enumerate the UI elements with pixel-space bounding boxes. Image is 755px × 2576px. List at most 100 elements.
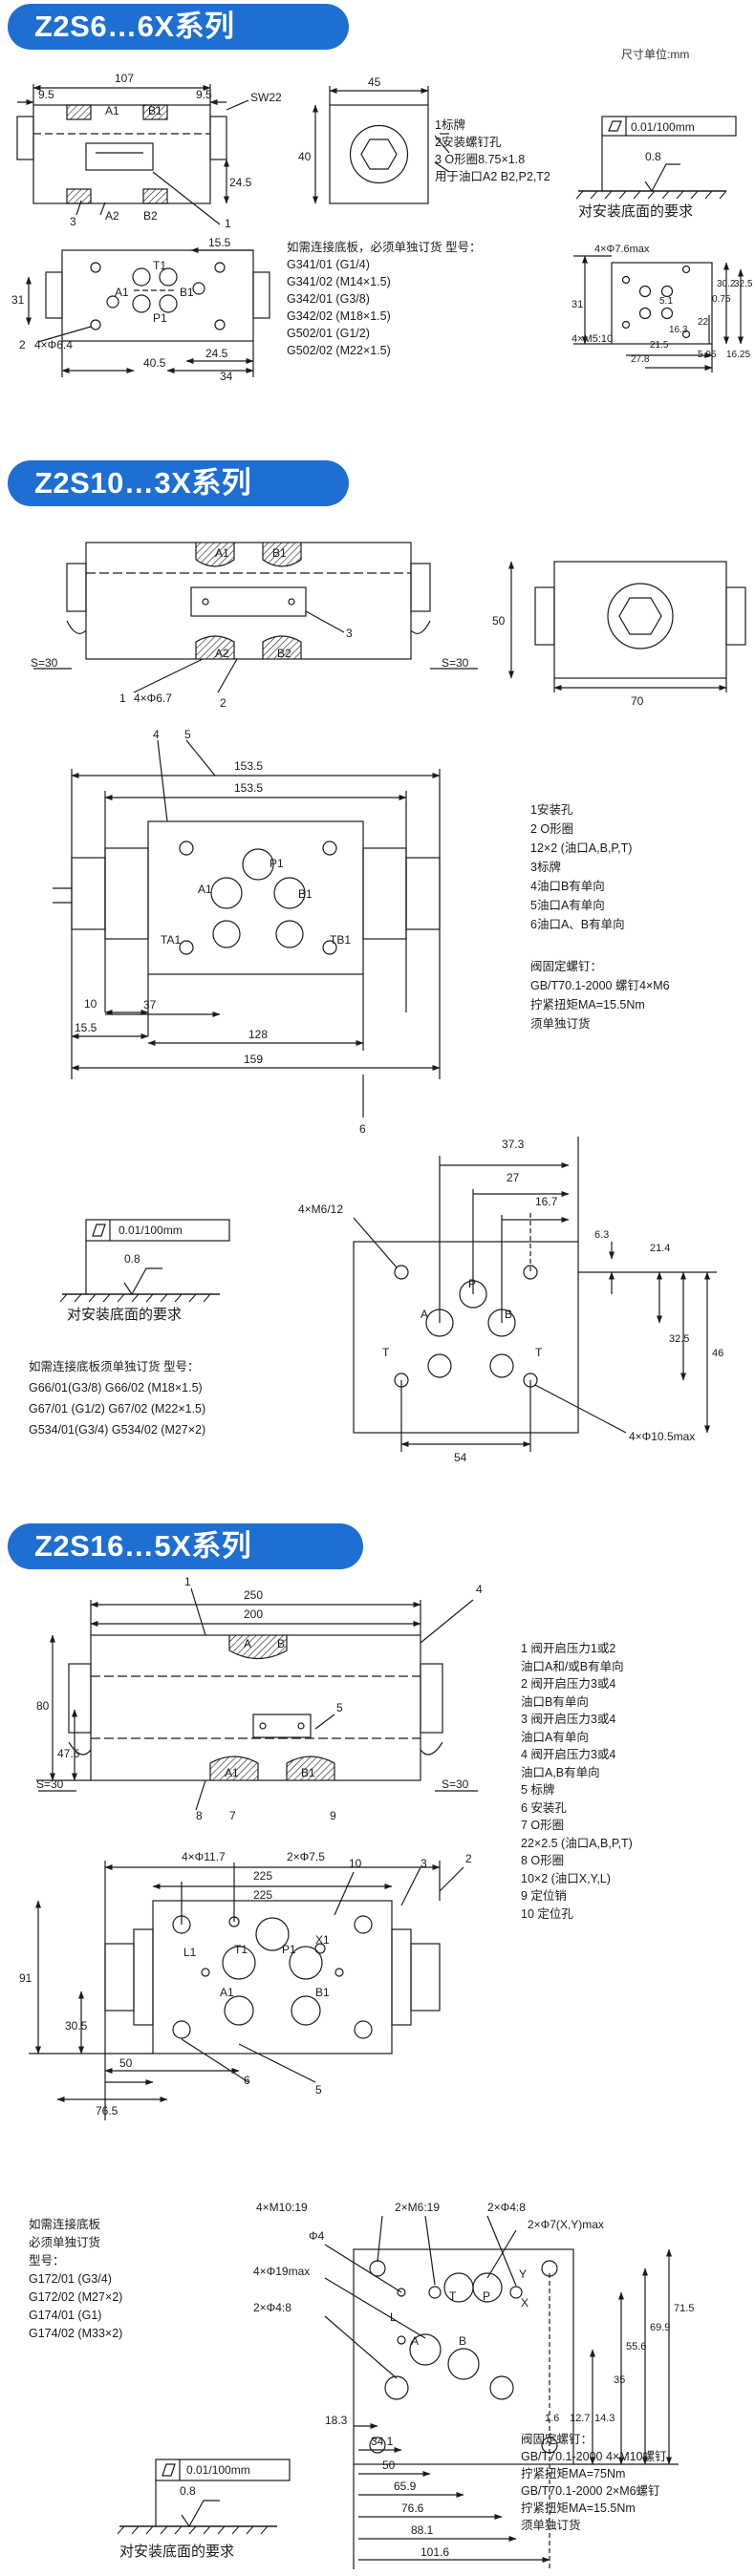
dim-21-5: 21.5 [650,340,669,351]
section-title-z2s10: Z2S10…3X系列 [8,460,349,506]
dim-10: 10 [84,997,97,1011]
order-line: G172/01 (G3/4) [29,2272,112,2286]
z2s6-legend: 1标牌 2安装螺钉孔 3 O形圈8.75×1.8 用于油口A2 B2,P2,T2 [435,117,550,185]
dim-159: 159 [244,1053,263,1066]
dim-9-5-left: 9.5 [38,88,54,101]
dim-31b: 31 [572,299,583,310]
label-4: 4 [153,728,160,741]
port-t: T [449,2289,457,2303]
legend-line: 4 阀开启压力3或4 [521,1748,616,1761]
dim-153-a: 153.5 [234,759,263,773]
dim-s30-left: S=30 [36,1778,64,1791]
flatness-1: 0.01/100mm [631,120,695,134]
dim-128: 128 [248,1028,268,1041]
legend-line: 1标牌 [435,118,465,132]
legend-line: 3 阀开启压力3或4 [521,1713,616,1726]
z2s6-requirement: 对安装底面的要求 [578,204,694,220]
dim-69-9: 69.9 [650,2322,670,2333]
dim-76-6: 76.6 [401,2501,424,2515]
dim-14-3: 14.3 [594,2413,615,2424]
dim-phi4: Φ4 [309,2229,325,2243]
order-line: 型号： [29,2254,65,2267]
dim-6-3: 6.3 [594,1229,609,1241]
dim-12-7: 12.7 [570,2413,590,2424]
port-b2: B2 [277,647,291,660]
order-line: G342/02 (M18×1.5) [287,309,391,323]
dim-4xd64: 4×Φ6.4 [34,338,73,351]
port-b1: B1 [301,1766,315,1779]
dim-65-9: 65.9 [394,2480,417,2493]
z2s10-side-view [33,542,478,693]
label-3: 3 [346,627,353,640]
port-a2: A2 [105,209,119,223]
dim-32-5: 32.5 [734,279,753,289]
dim-45: 45 [368,75,381,89]
legend-line: 用于油口A2 B2,P2,T2 [435,170,550,183]
legend-line: 4油口B有单向 [530,880,605,893]
order-line: G341/02 (M14×1.5) [287,275,391,288]
z2s10-labels: A1 B1 A2 B2 S=30 S=30 1 4×Φ6.7 2 3 50 70… [31,546,723,1464]
port-b1-plan: B1 [180,286,194,299]
dim-76-5: 76.5 [96,2104,119,2118]
port-l: L [390,2310,397,2324]
legend-line: 10 定位孔 [521,1906,573,1921]
section-title-z2s6: Z2S6…6X系列 [8,4,349,50]
label-4: 4 [476,1583,483,1596]
dim-250: 250 [244,1588,263,1602]
legend-line: 5油口A有单向 [530,899,605,912]
dim-2x48b: 2×Φ4:8 [253,2301,291,2314]
dim-101-6: 101.6 [421,2545,449,2559]
label-6: 6 [359,1122,366,1136]
z2s16-plan-view [29,1861,464,2120]
legend-line: 8 O形圈 [521,1854,565,1867]
dim-9-5-right: 9.5 [196,88,212,101]
legend-line: 油口A,B有单向 [521,1765,600,1779]
port-a-pattern: A [411,2334,419,2348]
screw-line: 拧紧扭矩MA=15.5Nm [530,998,645,1011]
label-9: 9 [330,1809,336,1822]
z2s16-order-info: 如需连接底板 必须单独订货 型号： G172/01 (G3/4) G172/02… [29,2216,122,2343]
dim-16-25: 16.25 [726,350,750,360]
dim-37: 37 [143,998,157,1011]
dim-71-5: 71.5 [674,2303,694,2314]
label-5: 5 [184,728,191,741]
dim-4x117: 4×Φ11.7 [182,1850,226,1863]
port-t1: T1 [234,1943,248,1956]
z2s16-labels: 1 250 200 4 A B 5 80 47.5 A1 B1 S=30 S=3… [19,1575,694,2559]
dim-18-3: 18.3 [325,2414,348,2427]
port-x: X [521,2296,528,2310]
port-a: A [244,1637,251,1650]
dim-16-7: 16.7 [535,1195,558,1208]
order-line: G502/02 (M22×1.5) [287,344,391,357]
dim-153-b: 153.5 [234,781,263,795]
dim-21-4: 21.4 [650,1243,670,1254]
legend-line: 2 O形圈 [530,822,574,836]
dim-16-3: 16.3 [669,325,688,335]
dim-37-3: 37.3 [502,1138,525,1151]
z2s10-flatness-frame [59,1219,230,1303]
dim-27-8: 27.8 [631,354,650,365]
dim-24-5: 24.5 [229,176,252,189]
screw-line: 拧紧扭矩MA=15.5Nm [521,2501,636,2515]
port-b1-plan: B1 [315,1986,330,1999]
dim-s30-left: S=30 [31,656,58,670]
label-7: 7 [229,1809,236,1822]
screw-line: 拧紧扭矩MA=75Nm [521,2467,626,2480]
legend-line: 油口A和/或B有单向 [521,1659,624,1673]
dim-46: 46 [712,1348,723,1359]
dim-4x105: 4×Φ10.5max [629,1430,695,1443]
dim-15-5: 15.5 [75,1021,97,1034]
port-p1: P1 [270,857,284,870]
dim-50: 50 [492,614,506,628]
flatness-3: 0.01/100mm [186,2463,250,2477]
order-line: G341/01 (G1/4) [287,258,370,271]
dim-24-5b: 24.5 [205,347,228,360]
port-a1: A1 [215,546,229,560]
section-title-z2s16: Z2S16…5X系列 [8,1523,363,1569]
dim-s30-right: S=30 [442,656,469,670]
dim-1-6: 1.6 [545,2413,559,2424]
flatness-2: 0.01/100mm [119,1224,183,1237]
port-b2: B2 [143,209,158,223]
dim-2x48: 2×Φ4:8 [487,2201,526,2214]
